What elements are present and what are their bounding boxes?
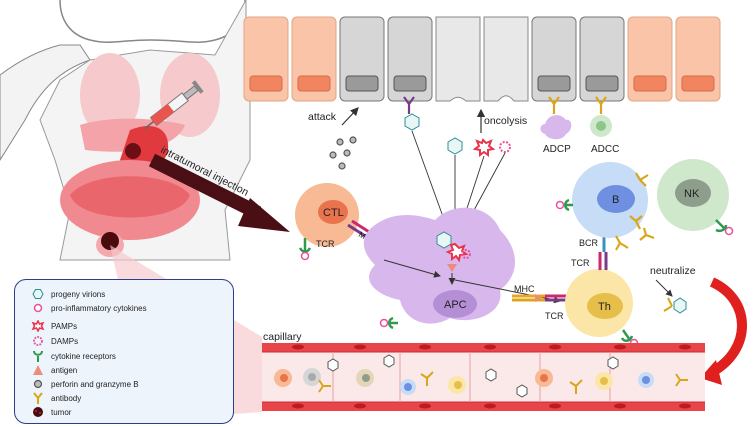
pamp-icon	[472, 138, 496, 157]
legend-item: DAMPs	[31, 335, 78, 347]
virion-icon	[32, 289, 44, 299]
antigen-icon	[447, 264, 457, 272]
th-tcr-label-lower: TCR	[545, 311, 564, 321]
legend-item: antibody	[31, 392, 81, 404]
b-label: B	[612, 194, 619, 206]
human-body-figure	[0, 0, 251, 261]
capillary-label: capillary	[263, 331, 302, 343]
pamp-icon	[31, 320, 45, 332]
adcp-macrophage	[540, 115, 572, 140]
th-b-tcr-bcr-complex	[598, 232, 608, 270]
epithelium-row	[243, 16, 721, 102]
adcp-label: ADCP	[543, 144, 571, 155]
legend-item: perforin and granzyme B	[31, 378, 139, 390]
apc-mhc-label: MHC	[514, 284, 535, 294]
legend-label: antibody	[51, 393, 82, 403]
legend-item: pro-inflammatory cytokines	[31, 302, 147, 314]
cytokine-receptor-icon	[33, 350, 43, 362]
damp-icon	[499, 141, 511, 153]
legend-label: pro-inflammatory cytokines	[51, 303, 147, 313]
recirculation-arrow	[709, 277, 747, 377]
capillary-vessel	[262, 343, 705, 411]
ctl-label: CTL	[323, 207, 344, 219]
oncolysis-label: oncolysis	[484, 115, 527, 127]
legend-item: tumor	[31, 406, 71, 418]
cytokine-receptor-icon	[715, 219, 734, 236]
legend-panel: progeny virions pro-inflammatory cytokin…	[14, 279, 234, 424]
antibody-icon	[403, 96, 607, 114]
syringe-icon	[143, 80, 204, 130]
legend-label: perforin and granzyme B	[51, 379, 139, 389]
cytokine-receptor-icon	[555, 198, 573, 212]
virion-icon	[404, 113, 463, 155]
adcc-label: ADCC	[591, 144, 619, 155]
legend-label: antigen	[51, 365, 78, 375]
cytokine-icon	[33, 303, 43, 313]
ctl-tcr-label: TCR	[316, 239, 335, 249]
legend-label: PAMPs	[51, 321, 78, 331]
legend-item: PAMPs	[31, 320, 77, 332]
legend-label: progeny virions	[51, 289, 106, 299]
cytokine-receptor-icon	[379, 316, 398, 330]
apc-th-mhc-tcr-complex	[512, 294, 568, 302]
antibody-icon	[33, 392, 43, 404]
attack-label: attack	[308, 111, 337, 123]
legend-label: cytokine receptors	[51, 351, 116, 361]
bcr-label: BCR	[579, 238, 599, 248]
perforin-icon	[33, 379, 43, 389]
perforin-icon	[329, 136, 357, 170]
legend-item: cytokine receptors	[31, 350, 116, 362]
antibody-icon	[615, 172, 655, 251]
legend-item: antigen	[31, 364, 77, 376]
legend-label: DAMPs	[51, 336, 79, 346]
th-label: Th	[598, 301, 611, 313]
nk-label: NK	[684, 188, 700, 200]
tumor-icon	[33, 407, 43, 417]
th-tcr-label-upper: TCR	[571, 258, 590, 268]
cytokine-receptor-icon	[298, 238, 312, 261]
apc-label: APC	[444, 299, 467, 311]
legend-item: progeny virions	[31, 288, 105, 300]
neutralize-label: neutralize	[650, 265, 696, 277]
antigen-icon	[33, 365, 43, 375]
apc-cell	[363, 207, 515, 324]
injection-arrow	[148, 153, 290, 232]
damp-icon	[33, 336, 43, 346]
legend-label: tumor	[51, 407, 72, 417]
